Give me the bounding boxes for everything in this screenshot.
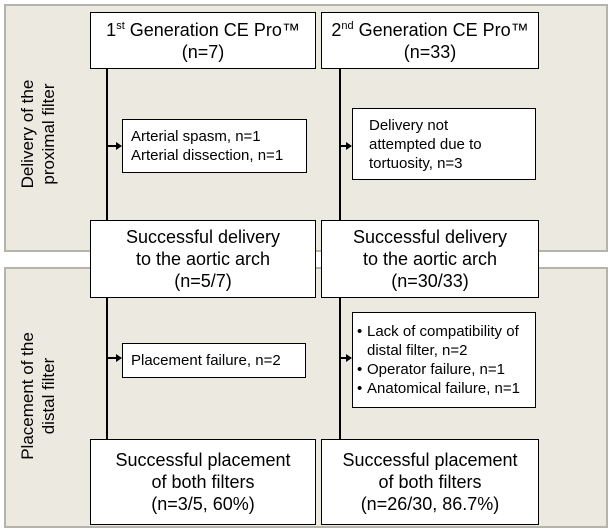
gen2-exclusion-line3: tortuosity, n=3 [369, 154, 463, 172]
gen2-delivery-success-box: Successful delivery to the aortic arch (… [321, 220, 539, 298]
gen1-placement-line2: of both filters [151, 472, 255, 492]
gen1-header-title: 1st Generation CE Pro™ [106, 19, 300, 40]
gen2-delivery-exclusion-box: Delivery not attempted due to tortuosity… [352, 108, 536, 180]
gen2-placement-exclusion-list: Lack of compatibility of distal filter, … [357, 322, 531, 398]
gen1-placement-exclusion-box: Placement failure, n=2 [122, 343, 306, 378]
gen1-exclusion-spasm: Arterial spasm, n=1 [131, 128, 261, 145]
gen1-branch-arrow-2 [116, 354, 122, 362]
gen1-branch-line-1 [106, 145, 116, 147]
gen1-placement-count: (n=3/5, 60%) [151, 494, 255, 514]
gen1-flow-line-1 [106, 68, 108, 220]
gen1-flow-line-2 [106, 297, 108, 439]
gen2-flow-line-2 [339, 297, 341, 439]
gen2-exclusion-line2: attempted due to [369, 135, 482, 153]
delivery-section-label: Delivery of the proximal filter [18, 79, 58, 189]
gen2-branch-arrow-1 [346, 142, 352, 150]
gen2-placement-count: (n=26/30, 86.7%) [360, 494, 500, 514]
gen2-branch-line-1 [339, 145, 348, 147]
gen1-exclusion-placement: Placement failure, n=2 [131, 352, 281, 369]
gen2-header-count: (n=33) [403, 41, 457, 62]
gen2-delivery-count: (n=30/33) [391, 271, 469, 291]
gen1-delivery-exclusion-box: Arterial spasm, n=1 Arterial dissection,… [122, 119, 307, 173]
gen1-delivery-line2: to the aortic arch [135, 249, 271, 269]
gen2-delivery-line2: to the aortic arch [362, 249, 498, 269]
gen2-placement-exclusion-box: Lack of compatibility of distal filter, … [352, 312, 536, 408]
placement-section-label: Placement of the distal filter [18, 332, 58, 460]
gen1-header-count: (n=7) [181, 41, 225, 62]
gen1-branch-arrow-1 [116, 142, 122, 150]
gen2-placement-success-box: Successful placement of both filters (n=… [321, 439, 539, 525]
gen2-flow-line-1 [339, 68, 341, 220]
gen2-branch-arrow-2 [346, 354, 352, 362]
gen2-placement-line2: of both filters [378, 472, 482, 492]
gen1-delivery-success-box: Successful delivery to the aortic arch (… [90, 220, 316, 298]
gen2-branch-line-2 [339, 357, 348, 359]
gen2-exclusion-line1: Delivery not [369, 116, 449, 134]
gen1-delivery-line1: Successful delivery [125, 227, 281, 247]
gen1-exclusion-dissection: Arterial dissection, n=1 [131, 147, 284, 164]
gen2-placement-line1: Successful placement [342, 450, 518, 470]
gen2-exclusion-anatomical: Anatomical failure, n=1 [357, 379, 531, 398]
gen1-header-box: 1st Generation CE Pro™ (n=7) [90, 12, 316, 69]
gen2-exclusion-compatibility: Lack of compatibility of distal filter, … [357, 322, 531, 360]
gen1-placement-success-box: Successful placement of both filters (n=… [90, 439, 316, 525]
gen2-delivery-line1: Successful delivery [352, 227, 508, 247]
gen1-branch-line-2 [106, 357, 116, 359]
gen2-exclusion-operator: Operator failure, n=1 [357, 360, 531, 379]
gen2-header-box: 2nd Generation CE Pro™ (n=33) [321, 12, 539, 69]
gen2-header-title: 2nd Generation CE Pro™ [331, 19, 529, 40]
gen1-placement-line1: Successful placement [115, 450, 291, 470]
gen1-delivery-count: (n=5/7) [174, 271, 232, 291]
